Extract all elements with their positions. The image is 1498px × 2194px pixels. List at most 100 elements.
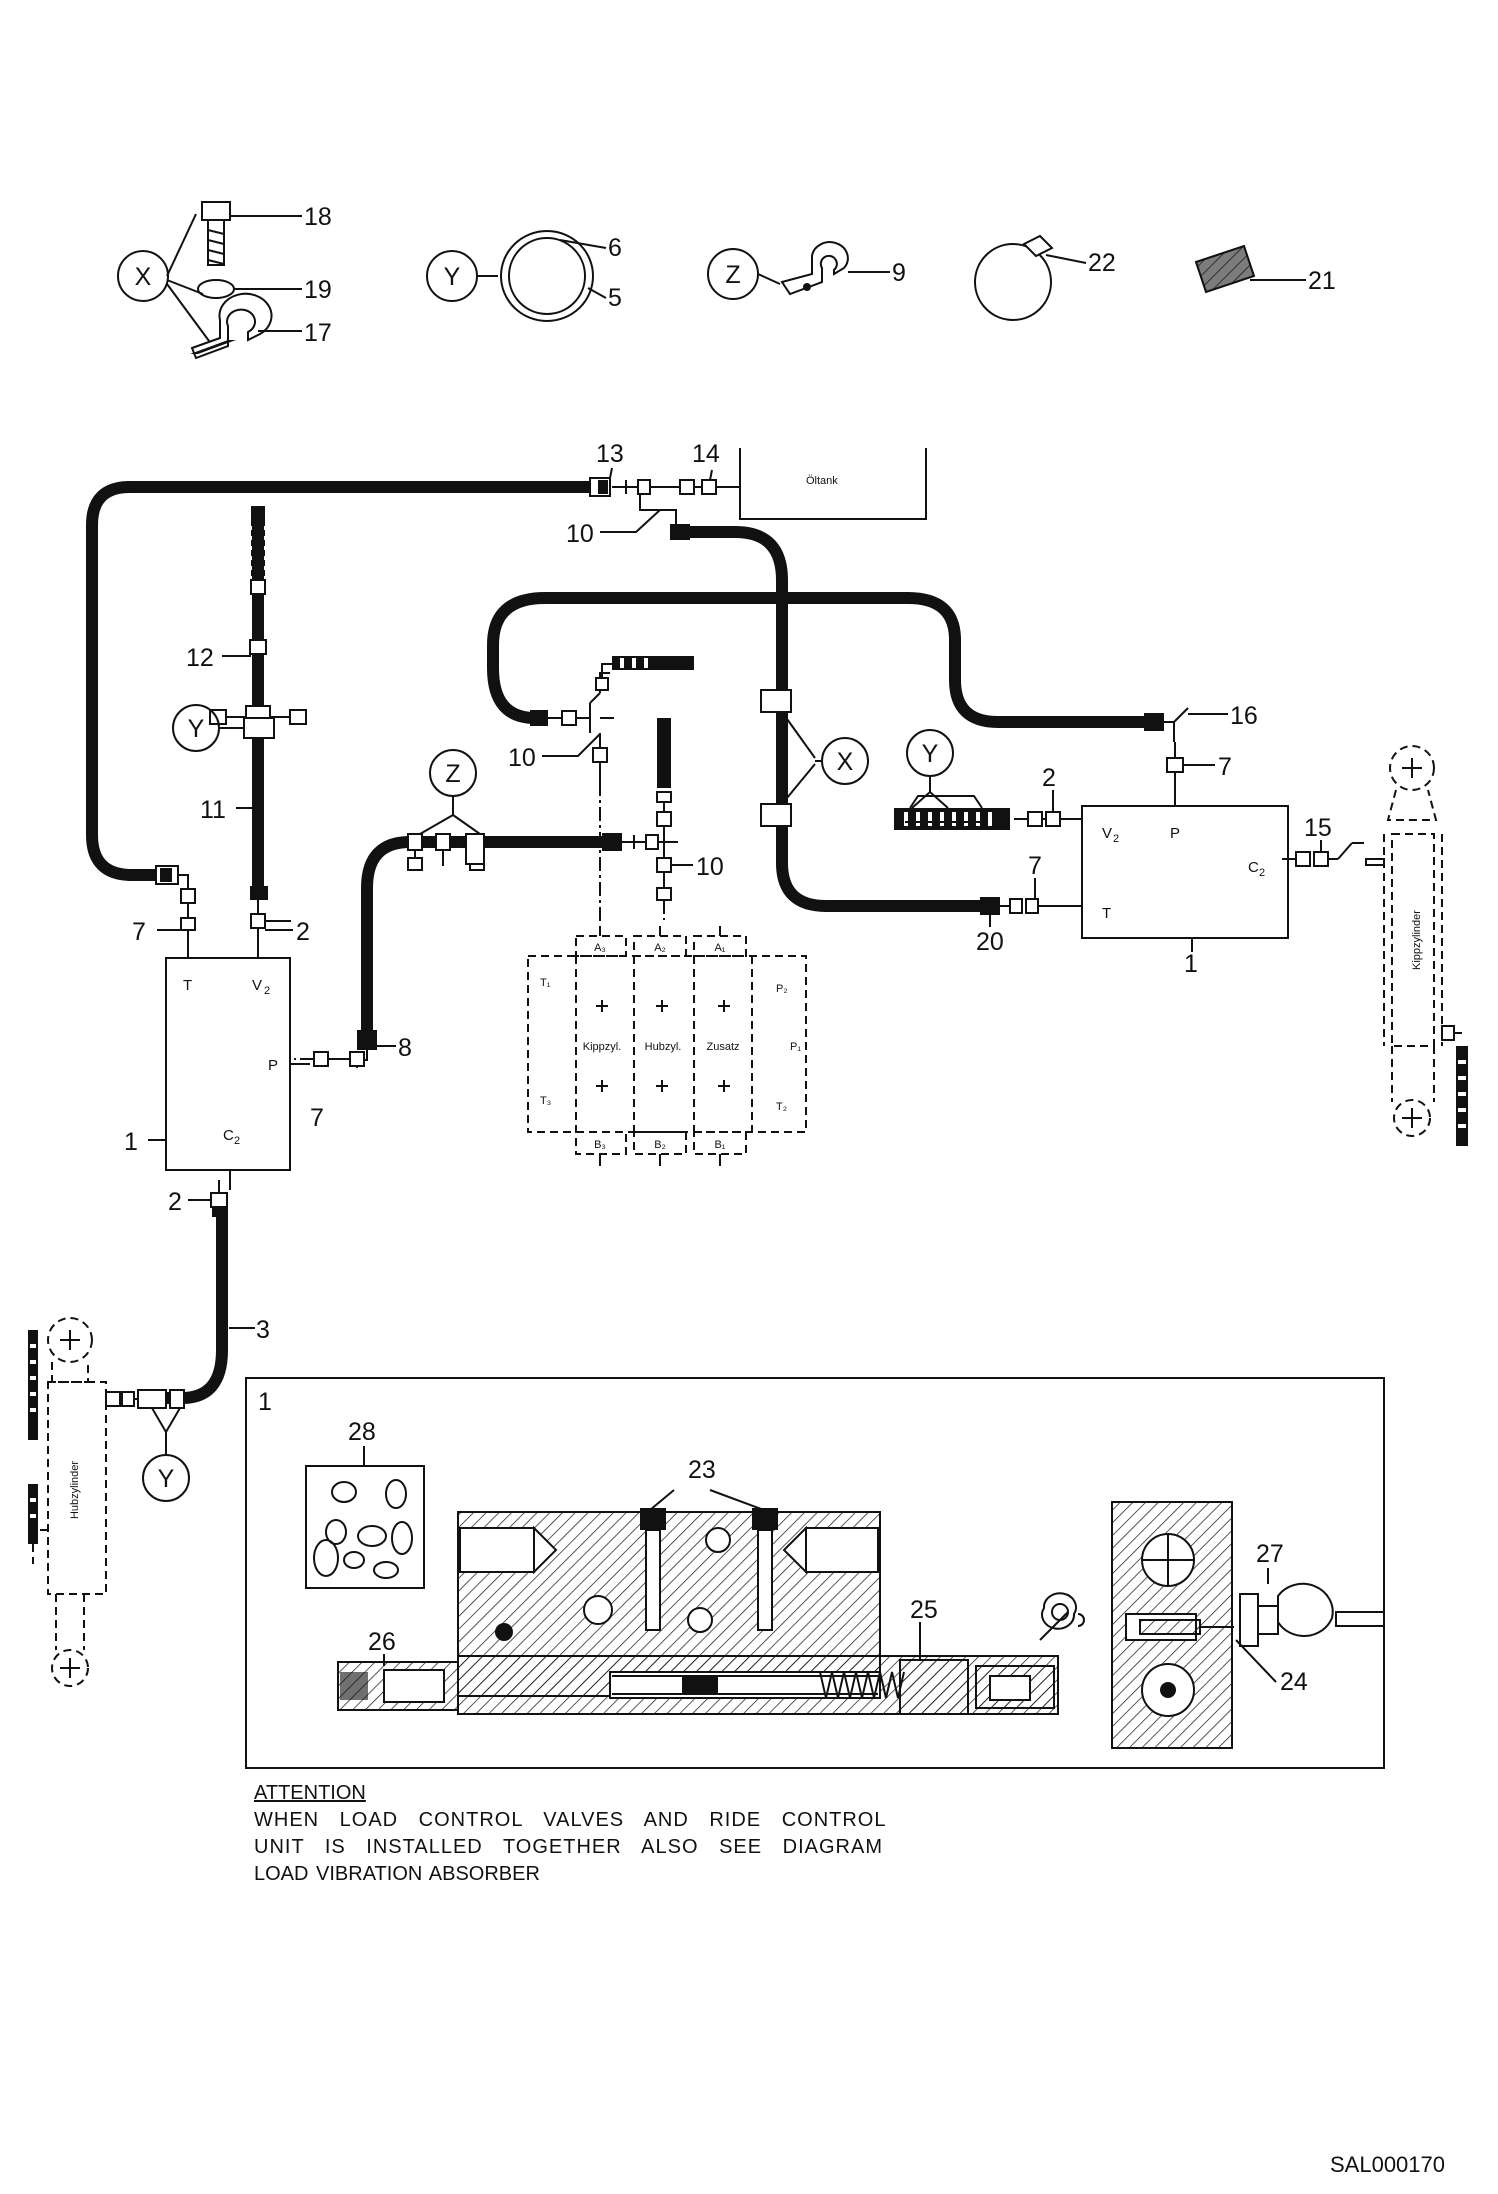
svg-text:2: 2 — [234, 1135, 240, 1147]
clamp-z-hose8: Z — [419, 749, 485, 865]
clamp-y-hose11: Y — [172, 704, 275, 752]
callout-7-d: 7 — [1028, 852, 1042, 880]
tilt-cylinder-label: Kippzylinder — [1411, 910, 1423, 970]
port-p2: P₂ — [776, 983, 788, 995]
hose-clamp-icon — [500, 230, 594, 322]
svg-text:2: 2 — [1113, 833, 1119, 845]
port-b3: B₃ — [594, 1139, 606, 1151]
attention-line-1: WHEN LOAD CONTROL VALVES AND RIDE CONTRO… — [254, 1809, 887, 1831]
detail-z-clip: Z 9 — [707, 241, 906, 300]
callout-19: 19 — [304, 276, 332, 304]
detail-ref-z-2: Z — [445, 760, 460, 788]
detail-y-hose-clamp: Y 6 5 — [426, 230, 622, 322]
callout-1-b: 1 — [1184, 950, 1198, 978]
oil-tank: Öltank — [739, 448, 927, 520]
callout-18: 18 — [304, 203, 332, 231]
port-p1: P₁ — [790, 1041, 801, 1053]
callout-2-a: 2 — [296, 918, 310, 946]
callout-22: 22 — [1088, 249, 1116, 277]
clamp-y-bottom: Y — [137, 1389, 190, 1502]
spool-tilt-label: Kippzyl. — [583, 1041, 622, 1053]
svg-text:2: 2 — [1259, 867, 1265, 879]
supply-hose-16 — [487, 592, 1154, 728]
detail-ref-y-3: Y — [922, 740, 939, 768]
callout-25: 25 — [910, 1596, 938, 1624]
spool-lift-label: Hubzyl. — [645, 1041, 682, 1053]
port-a1: A₁ — [714, 942, 725, 954]
callout-3: 3 — [256, 1316, 270, 1344]
port-b2: B₂ — [654, 1139, 666, 1151]
callout-24: 24 — [1280, 1668, 1308, 1696]
lift-cylinder: Hubzylinder — [28, 1317, 138, 1687]
right-port-p: P — [1170, 825, 1180, 842]
callout-26: 26 — [368, 1628, 396, 1656]
tilt-cylinder: Kippzylinder — [1365, 745, 1468, 1146]
callout-13: 13 — [596, 440, 624, 468]
hose-8 — [361, 836, 614, 1046]
attention-title: ATTENTION — [254, 1782, 366, 1804]
hose-3 — [144, 1204, 228, 1404]
callout-16: 16 — [1230, 702, 1258, 730]
detail-ref-x: X — [135, 263, 152, 291]
left-port-p: P — [268, 1057, 278, 1074]
detail-ref-z: Z — [725, 261, 740, 289]
lift-cylinder-label: Hubzylinder — [69, 1461, 81, 1519]
detail-band-clamp: 22 — [974, 234, 1116, 321]
attention-line-3: LOAD VIBRATION ABSORBER — [254, 1863, 540, 1885]
callout-21: 21 — [1308, 267, 1336, 295]
right-port-c2: C — [1248, 859, 1259, 876]
attention-note: ATTENTION WHEN LOAD CONTROL VALVES AND R… — [254, 1780, 887, 1888]
callout-5: 5 — [608, 284, 622, 312]
band-clamp-icon — [974, 243, 1052, 321]
drawing-code: SAL000170 — [1330, 2152, 1445, 2177]
callout-11: 11 — [200, 796, 226, 824]
attention-line-2: UNIT IS INSTALLED TOGETHER ALSO SEE DIAG… — [254, 1836, 883, 1858]
port-a2: A₂ — [654, 942, 666, 954]
callout-7-a: 7 — [132, 918, 146, 946]
left-port-t: T — [183, 977, 192, 994]
control-valve-bank: A₃ A₂ A₁ B₃ B₂ B₁ T₁ T₃ P₂ P₁ T₂ Kippzyl… — [527, 926, 807, 1166]
port-t3: T₃ — [540, 1095, 551, 1107]
return-hose — [86, 481, 596, 881]
right-valve-block: V 2 P T C 2 — [1068, 796, 1289, 952]
detail-ref-y-4: Y — [158, 1465, 175, 1493]
detail-x-bolt-clamp: X 18 19 17 — [117, 201, 332, 360]
callout-28: 28 — [348, 1418, 376, 1446]
callout-2-c: 2 — [1042, 764, 1056, 792]
detail-sleeve: 21 — [1194, 244, 1336, 295]
tank-label: Öltank — [806, 475, 838, 487]
left-port-v2: V — [252, 977, 262, 994]
port-a3: A₃ — [594, 942, 606, 954]
washer-icon — [197, 279, 235, 299]
oring-kit: 28 — [305, 1418, 425, 1589]
fittings — [155, 477, 1364, 1217]
valve-side-view: 27 24 — [1111, 1501, 1385, 1749]
callout-20: 20 — [976, 928, 1004, 956]
svg-text:2: 2 — [264, 985, 270, 997]
valve-section-view: 23 25 26 — [337, 1456, 1085, 1715]
left-port-c2: C — [223, 1127, 234, 1144]
callout-6: 6 — [608, 234, 622, 262]
detail-ref-y-2: Y — [188, 715, 205, 743]
detail-ref-x-2: X — [837, 748, 854, 776]
port-b1: B₁ — [714, 1139, 725, 1151]
callout-7-c: 7 — [1218, 753, 1232, 781]
callout-2-b: 2 — [168, 1188, 182, 1216]
clamp-x-group: X — [760, 689, 869, 827]
callout-9: 9 — [892, 259, 906, 287]
clamp-y-right: Y — [906, 729, 954, 809]
port-t2: T₂ — [776, 1101, 787, 1113]
detail-inset: 1 28 — [245, 1377, 1385, 1769]
callout-1-a: 1 — [124, 1128, 138, 1156]
callout-12: 12 — [186, 644, 214, 672]
callout-7-b: 7 — [310, 1104, 324, 1132]
callout-27: 27 — [1256, 1540, 1284, 1568]
p-clip-icon — [780, 241, 849, 296]
port-t1: T₁ — [540, 977, 551, 989]
callout-10-a: 10 — [566, 520, 594, 548]
bolt-head-icon — [201, 201, 231, 221]
detail-ref-y: Y — [444, 263, 461, 291]
callout-8: 8 — [398, 1034, 412, 1062]
spool-aux-label: Zusatz — [706, 1041, 739, 1053]
